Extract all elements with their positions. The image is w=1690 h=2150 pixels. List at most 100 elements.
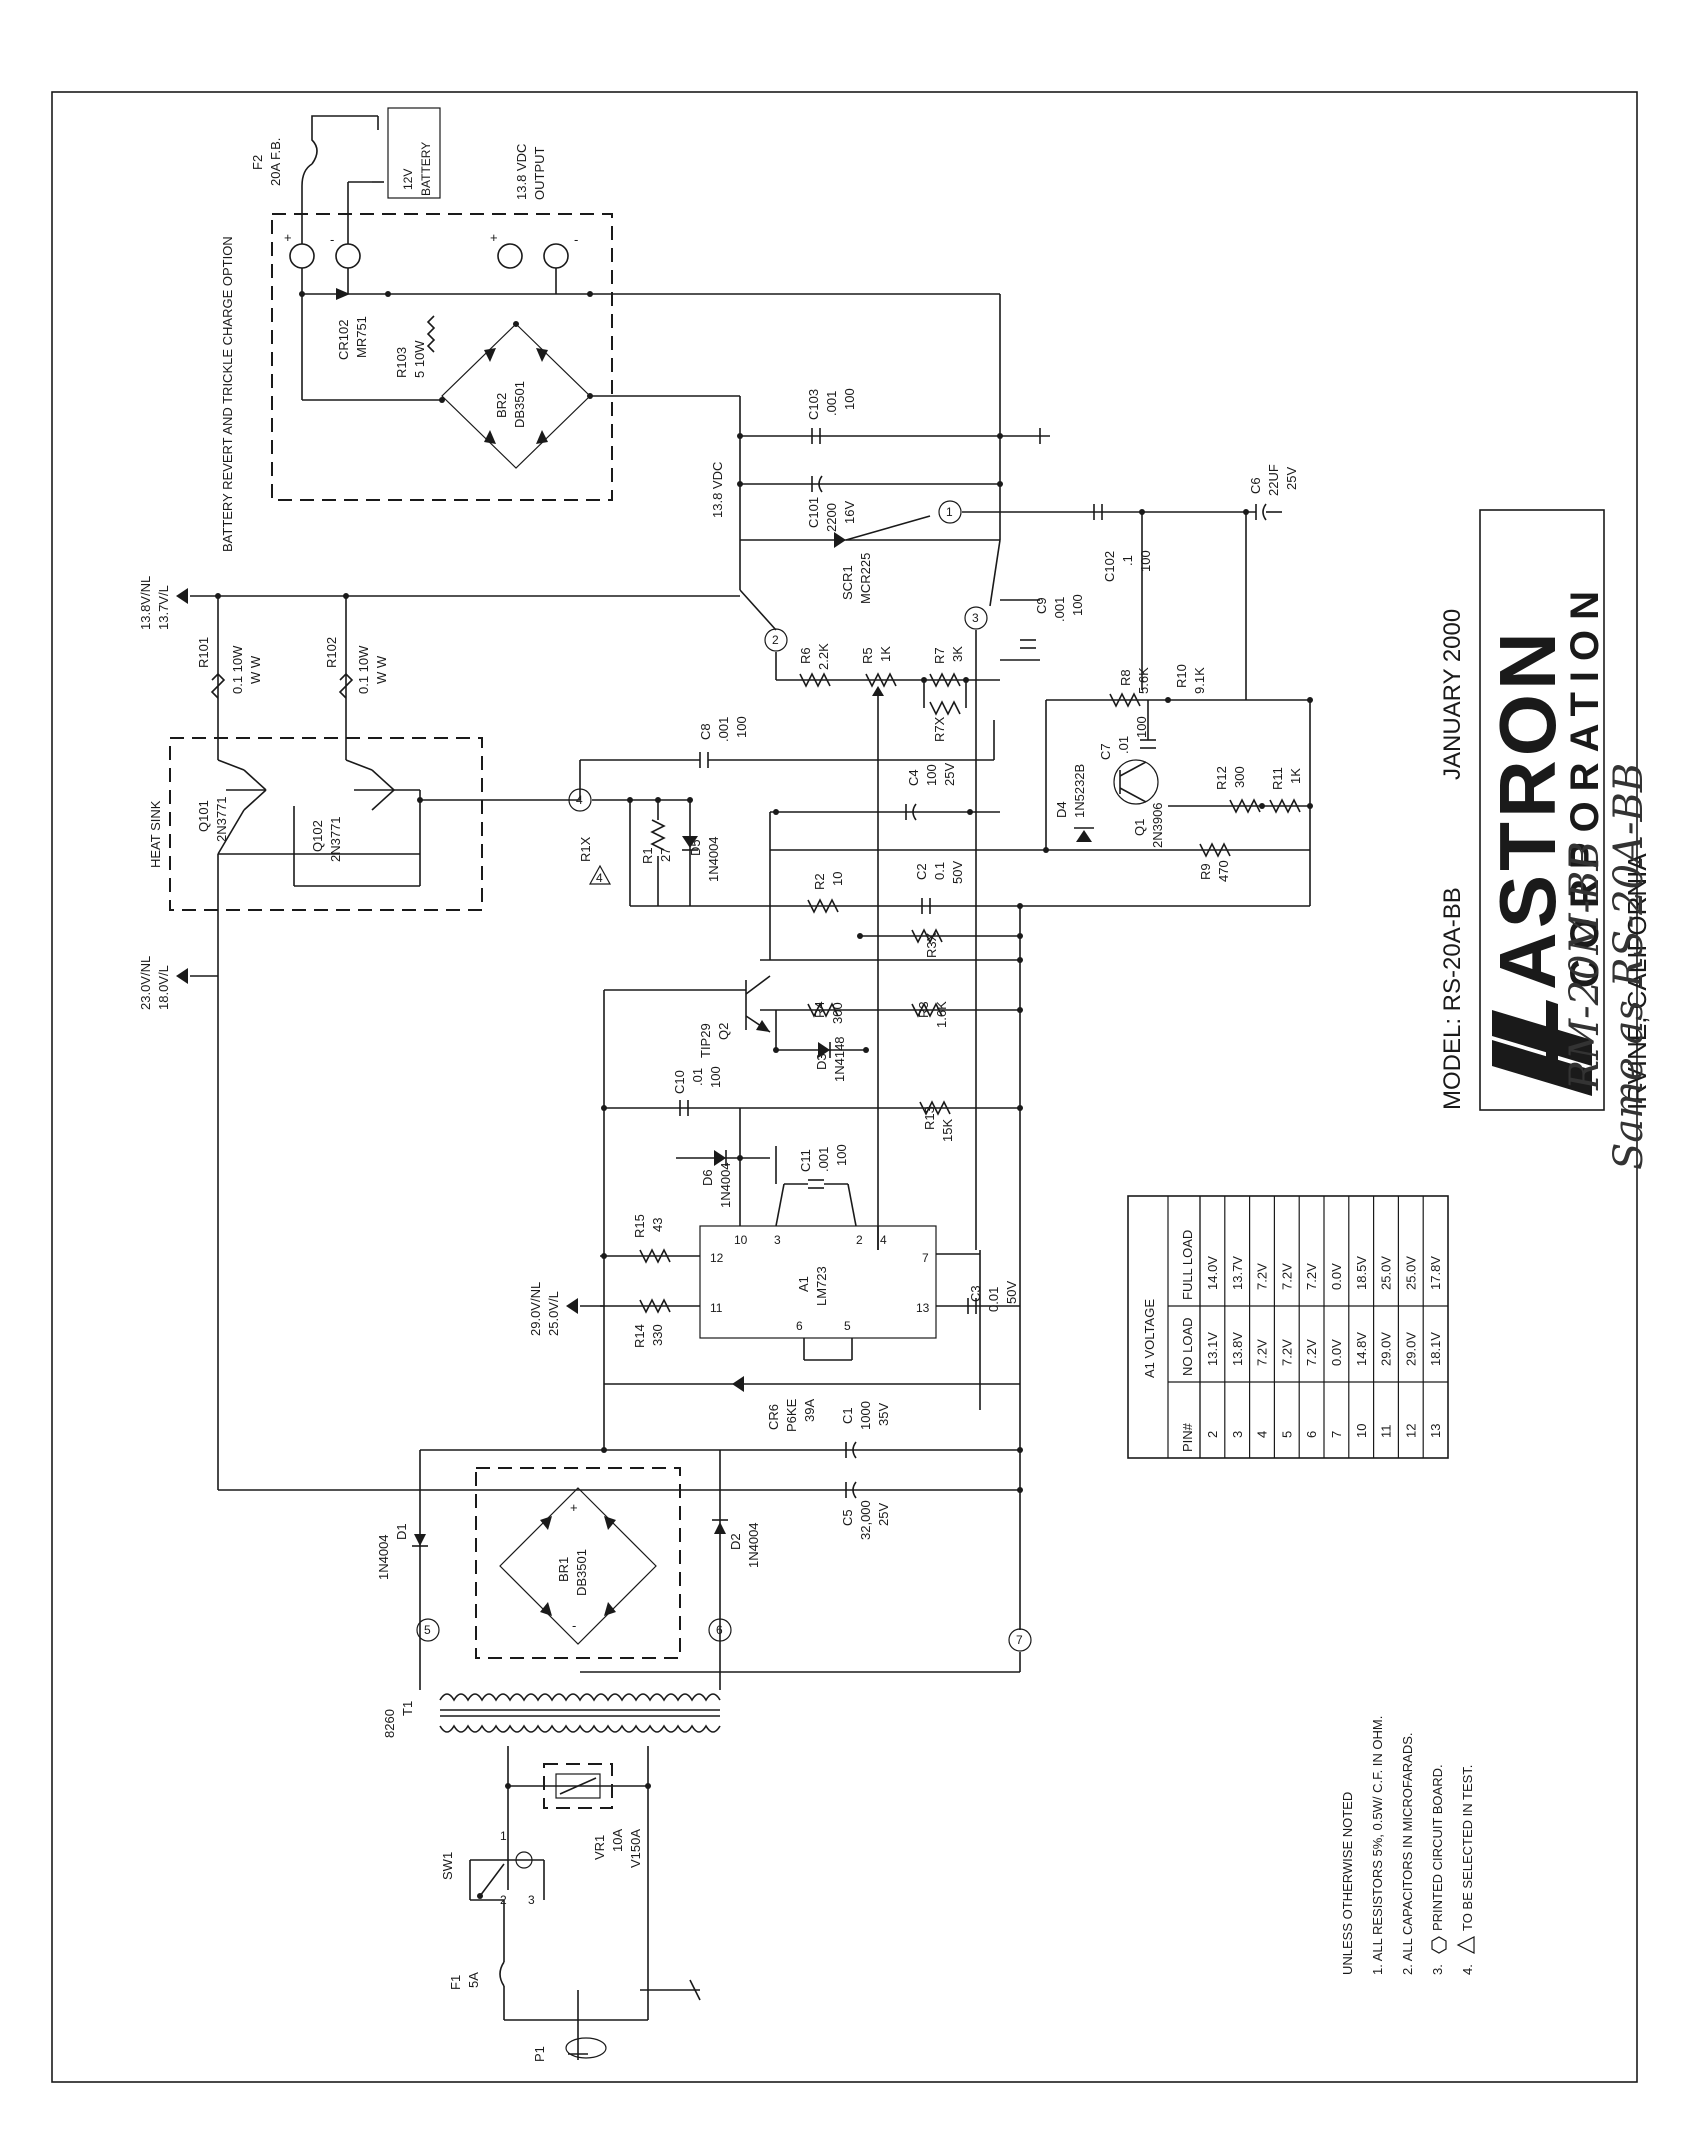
a1-pin-11: 11: [710, 1301, 723, 1315]
node-7: 7: [1016, 1633, 1023, 1647]
svg-text:-: -: [574, 232, 578, 247]
c1-label: C1: [840, 1407, 855, 1424]
cr6-value: P6KE: [784, 1398, 799, 1432]
svg-text:-: -: [572, 1618, 576, 1633]
r1x-label: R1X: [578, 836, 593, 862]
r13-label: R13: [922, 1106, 937, 1130]
br1-bridge: [499, 1487, 657, 1645]
d4-value: 1N5232B: [1072, 764, 1087, 818]
node-2: 2: [772, 633, 779, 647]
d4-label: D4: [1054, 801, 1069, 818]
svg-text:-: -: [330, 232, 334, 247]
c6-voltage: 25V: [1284, 467, 1299, 490]
dc-output-label: OUTPUT: [532, 147, 547, 201]
d2-value: 1N4004: [746, 1522, 761, 1568]
table-title: A1 VOLTAGE: [1142, 1299, 1157, 1378]
a1-pin-5: 5: [844, 1319, 851, 1333]
note-2: 2. ALL CAPACITORS IN MICROFARADS.: [1400, 1733, 1415, 1976]
f1-label: F1: [448, 1975, 463, 1990]
cr6-label: CR6: [766, 1404, 781, 1430]
vin-l-label: 18.0V/L: [156, 965, 171, 1010]
r1-value: 27: [658, 848, 673, 862]
battery-minus-terminal: [335, 243, 361, 269]
sheet-border: [51, 91, 1638, 2083]
c9-value: .001: [1052, 597, 1067, 622]
date-label: JANUARY 2000: [1439, 609, 1466, 780]
table-cell: 5: [1279, 1431, 1294, 1438]
r15-label: R15: [632, 1214, 647, 1238]
r11-value: 1K: [1288, 768, 1303, 784]
q2-type: TIP29: [698, 1023, 713, 1058]
scr1-icon: [834, 532, 846, 548]
table-cell: 3: [1230, 1431, 1245, 1438]
table-cell: 12: [1403, 1424, 1418, 1438]
output-plus-terminal: [497, 243, 523, 269]
c102-label: C102: [1102, 551, 1117, 582]
sw1-label: SW1: [440, 1852, 455, 1880]
handwritten-line1: RM-20M-BB: [1562, 841, 1608, 1091]
r5-value: 1K: [878, 646, 893, 662]
node-5: 5: [424, 1623, 431, 1637]
cr6-tvs-icon: [732, 1376, 744, 1392]
br1-box: [475, 1467, 681, 1659]
d3-label: D3: [814, 1053, 829, 1070]
vout-nl-label: 13.8V/NL: [138, 576, 153, 630]
r2-value: 10: [830, 872, 845, 886]
model-label: MODEL: RS-20A-BB: [1439, 887, 1466, 1110]
table-cell: 29.0V: [1379, 1332, 1394, 1366]
table-header-pin: PIN#: [1180, 1422, 1195, 1452]
f1-value: 5A: [466, 1972, 481, 1988]
q102-value: 2N3771: [328, 816, 343, 862]
a1-pin-2: 2: [856, 1233, 863, 1247]
r101-type: W W: [248, 655, 263, 684]
c2-voltage: 50V: [950, 861, 965, 884]
output-minus-terminal: [543, 243, 569, 269]
table-cell: 0.0V: [1329, 1263, 1344, 1290]
sw1-pin-3: 3: [528, 1893, 535, 1907]
r9-value: 470: [1216, 860, 1231, 882]
q2-label: Q2: [716, 1023, 731, 1040]
r101-label: R101: [196, 637, 211, 668]
table-cell: 7.2V: [1304, 1263, 1319, 1290]
r7x-label: R7X: [932, 716, 947, 742]
r4-value: 300: [830, 1002, 845, 1024]
c4-value: 100: [924, 764, 939, 786]
rail-138-label: 13.8 VDC: [710, 462, 725, 518]
note-3: PRINTED CIRCUIT BOARD.: [1430, 1764, 1445, 1931]
node-4: 4: [576, 793, 583, 807]
r10-value: 9.1K: [1192, 667, 1207, 694]
c101-voltage: 16V: [842, 501, 857, 524]
q1-label: Q1: [1132, 819, 1147, 836]
handwritten-line2: Same as RS-20A-BB: [1606, 763, 1652, 1170]
triangle-icon: [1456, 1936, 1475, 1954]
p1-plug-icon: [565, 2037, 607, 2059]
q1-value: 2N3906: [1150, 802, 1165, 848]
pass-transistors: HEAT SINK 13.8V/NL 13.7V/L R101 0.1 10W …: [138, 576, 740, 1490]
r7-label: R7: [932, 647, 947, 664]
r3-value: 1.6K: [934, 1001, 949, 1028]
table-header-noload: NO LOAD: [1180, 1317, 1195, 1376]
r14-value: 330: [650, 1324, 665, 1346]
cr102-value: MR751: [354, 316, 369, 358]
c11-value: .001: [816, 1147, 831, 1172]
astron-logo-icon: [1492, 1000, 1592, 1096]
node-3: 3: [972, 611, 979, 625]
table-cell: 13.7V: [1230, 1256, 1245, 1290]
c8-voltage: 100: [734, 716, 749, 738]
r2-label: R2: [812, 873, 827, 890]
c10-value: .01: [690, 1068, 705, 1086]
r102-value: 0.1 10W: [356, 645, 371, 694]
c7-voltage: 100: [1134, 716, 1149, 738]
c8-label: C8: [698, 723, 713, 740]
r12-value: 300: [1232, 766, 1247, 788]
heat-sink-label: HEAT SINK: [148, 800, 163, 868]
table-cell: 7.2V: [1255, 1263, 1270, 1290]
output-section: C103 .001 100 C101 2200 16V 13.8 VDC SCR…: [710, 294, 1299, 700]
r8-label: R8: [1118, 669, 1133, 686]
svg-text:+: +: [284, 230, 292, 245]
vaux-nl-label: 29.0V/NL: [528, 1282, 543, 1336]
c7-value: .01: [1116, 736, 1131, 754]
r7-value: 3K: [950, 646, 965, 662]
br2-label: BR2: [494, 393, 509, 418]
note-4: TO BE SELECTED IN TEST.: [1460, 1765, 1475, 1931]
